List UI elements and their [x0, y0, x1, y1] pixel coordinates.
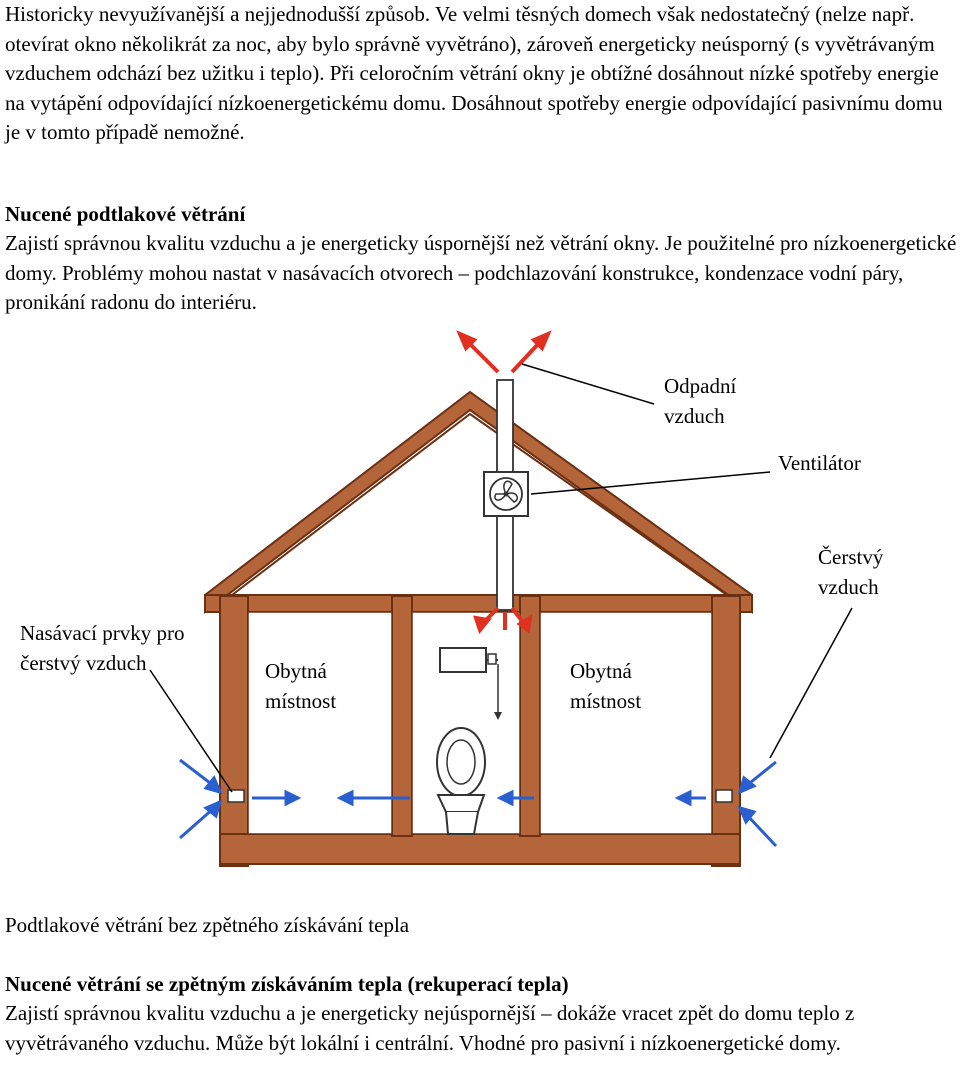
label-fresh-air: Čerstvý vzduch — [818, 545, 884, 599]
roof — [204, 390, 753, 615]
label-living-room-right: Obytná místnost — [570, 659, 642, 713]
section-heading-negative-pressure: Nucené podtlakové větrání — [5, 202, 246, 226]
label-intake-elements: Nasávací prvky pro čerstvý vzduch — [20, 621, 185, 675]
diagram-caption: Podtlakové větrání bez zpětného získáván… — [5, 913, 410, 937]
section-body-negative-pressure: Zajistí správnou kvalitu vzduchu a je en… — [5, 231, 957, 314]
fan-icon — [483, 471, 529, 517]
ventilation-diagram — [149, 330, 853, 867]
label-living-room-left: Obytná místnost — [265, 659, 337, 713]
house-walls — [219, 595, 741, 867]
section-body-heat-recovery: Zajistí správnou kvalitu vzduchu a je en… — [5, 1001, 855, 1055]
intake-arrows — [179, 758, 778, 848]
section-heading-heat-recovery: Nucené větrání se zpětným získáváním tep… — [5, 972, 569, 996]
intro-paragraph: Historicky nevyužívanější a nejjednodušš… — [5, 2, 943, 144]
label-fan: Ventilátor — [778, 451, 861, 475]
toilet-icon — [436, 647, 502, 835]
exhaust-arrows — [456, 330, 552, 635]
leader-lines — [149, 363, 853, 793]
label-exhaust-air: Odpadní vzduch — [664, 374, 737, 428]
wall-intake-openings — [227, 789, 733, 803]
